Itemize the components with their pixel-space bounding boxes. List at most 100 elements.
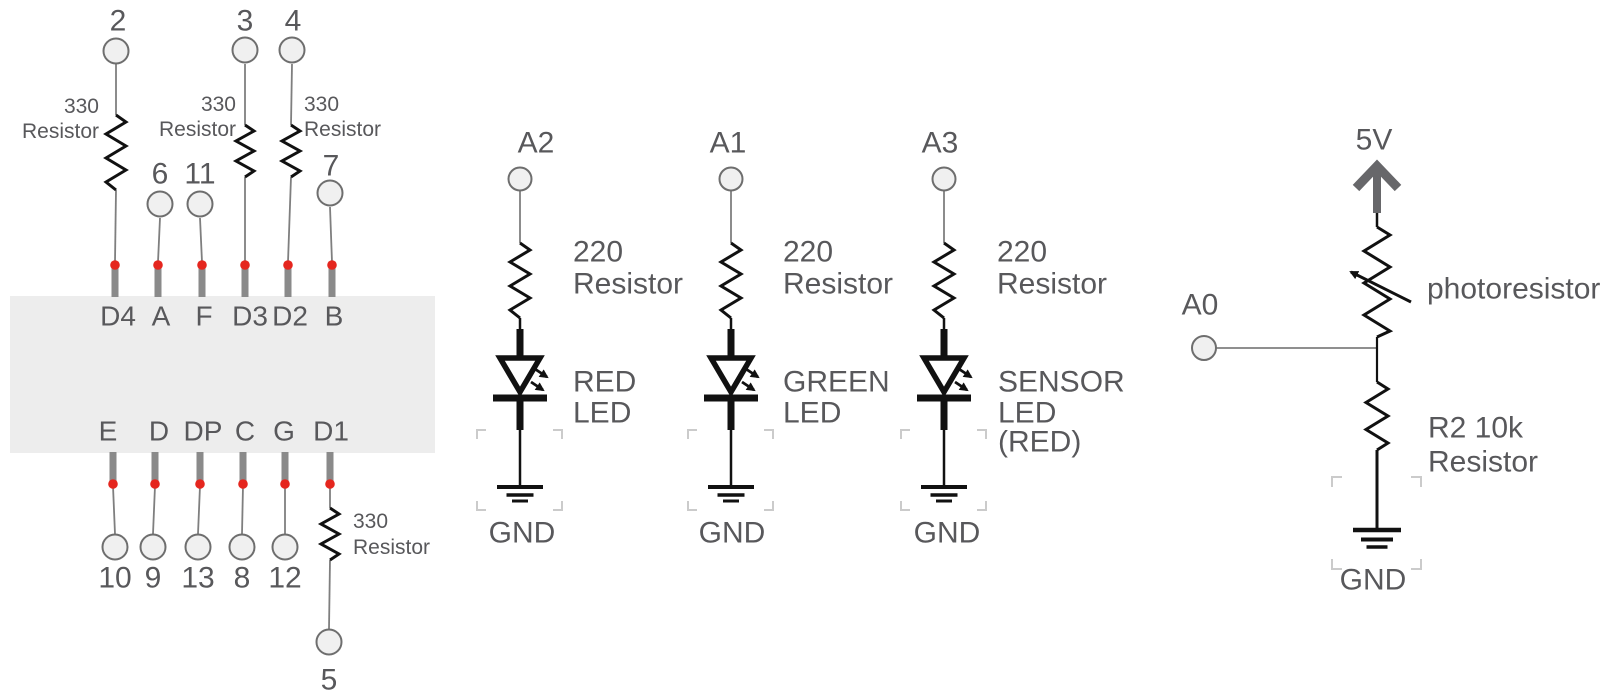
resistor-330-symbol[interactable] xyxy=(278,123,304,179)
resistor-220-symbol[interactable] xyxy=(718,241,744,320)
led-circuit-a1 xyxy=(687,241,774,511)
pin-13-label: 13 xyxy=(181,561,215,595)
ground-symbol[interactable] xyxy=(708,485,754,503)
pin-connector-a1[interactable] xyxy=(718,166,744,192)
led-name-line2: LED xyxy=(998,396,1057,430)
segment-dp-label: DP xyxy=(183,415,223,447)
led-emission-arrows xyxy=(741,367,760,392)
display-pin-stub xyxy=(284,262,292,297)
wire xyxy=(328,559,331,630)
led-name-line1: GREEN xyxy=(783,365,890,399)
pin-dot xyxy=(195,479,205,489)
led-symbol[interactable] xyxy=(493,329,549,430)
ground-symbol[interactable] xyxy=(497,485,543,503)
display-pin-stub xyxy=(198,262,206,297)
pin-connector-a2[interactable] xyxy=(507,166,533,192)
display-pin-stubs-top xyxy=(111,262,336,297)
pin-connector-11[interactable] xyxy=(186,190,214,218)
resistor-220-symbol[interactable] xyxy=(507,241,533,320)
supply-5v-label: 5V xyxy=(1355,123,1393,157)
gnd-label: GND xyxy=(488,516,556,550)
resistor-r2-label1: R2 10k xyxy=(1428,411,1524,445)
pin-5-label: 5 xyxy=(320,663,338,696)
pin-a2-label: A2 xyxy=(517,126,555,160)
segment-d4-label: D4 xyxy=(100,300,136,332)
resistor-r2-label2: Resistor xyxy=(1428,445,1539,479)
wire xyxy=(197,485,201,535)
resistor-220-symbol[interactable] xyxy=(931,241,957,320)
ground-symbol[interactable] xyxy=(921,485,967,503)
pin-dot xyxy=(110,260,120,270)
led-name-line2: LED xyxy=(573,396,632,430)
pin-connector-3[interactable] xyxy=(231,36,259,64)
pin-connector-9[interactable] xyxy=(139,533,167,561)
resistor-220-name: Resistor xyxy=(997,267,1108,301)
wire xyxy=(199,217,203,263)
resistor-330-value-4: 330 xyxy=(353,509,389,533)
resistor-330-name-1: Resistor xyxy=(21,119,99,143)
wire xyxy=(157,217,161,263)
pin-connector-7[interactable] xyxy=(316,179,344,207)
segment-d1-label: D1 xyxy=(313,415,349,447)
display-pin-stub xyxy=(281,452,289,481)
pin-a1-label: A1 xyxy=(709,126,747,160)
pin-10-label: 10 xyxy=(98,561,132,595)
pin-a0-label: A0 xyxy=(1181,288,1219,322)
resistor-330-name-2: Resistor xyxy=(158,117,236,141)
pin-connector-2[interactable] xyxy=(102,37,130,65)
pin-dot xyxy=(240,260,250,270)
resistor-330-name-4: Resistor xyxy=(353,535,431,559)
resistor-330-symbol[interactable] xyxy=(232,123,258,179)
display-pin-stub xyxy=(241,262,249,297)
photoresistor-circuit xyxy=(1331,159,1422,570)
display-pin-stub xyxy=(111,262,119,297)
segment-e-label: E xyxy=(98,415,118,447)
pin-connector-a3[interactable] xyxy=(931,166,957,192)
display-pin-stub xyxy=(196,452,204,481)
display-pin-stub xyxy=(154,262,162,297)
selection-corner-brackets xyxy=(1331,476,1422,570)
pin-4-label: 4 xyxy=(284,4,302,38)
pin-9-label: 9 xyxy=(144,561,162,595)
gnd-label: GND xyxy=(913,516,981,550)
resistor-r2-10k-symbol[interactable] xyxy=(1363,380,1391,452)
led-name-line1: RED xyxy=(573,365,637,399)
segment-c-label: C xyxy=(234,415,256,447)
resistor-330-symbol[interactable] xyxy=(317,506,343,562)
photoresistor-symbol[interactable] xyxy=(1349,225,1412,339)
pin-dot xyxy=(283,260,293,270)
pin-dot xyxy=(327,260,337,270)
wire xyxy=(152,485,156,535)
selection-corner-brackets xyxy=(900,429,987,511)
pin-12-label: 12 xyxy=(268,561,302,595)
wire xyxy=(287,176,292,263)
led-name-line2: LED xyxy=(783,396,842,430)
pin-connector-a0[interactable] xyxy=(1191,335,1217,361)
seven-segment-display-body[interactable] xyxy=(10,296,435,453)
pin-dot xyxy=(108,479,118,489)
resistor-220-name: Resistor xyxy=(783,267,894,301)
pin-a3-label: A3 xyxy=(921,126,959,160)
ground-symbol[interactable] xyxy=(1353,527,1401,549)
led-emission-arrows xyxy=(954,367,973,392)
pin-11-label: 11 xyxy=(184,157,216,191)
pin-connector-10[interactable] xyxy=(101,533,129,561)
led-circuit-a3 xyxy=(900,241,987,511)
led-symbol[interactable] xyxy=(917,329,973,430)
photoresistor-label: photoresistor xyxy=(1427,272,1601,306)
pin-connector-5[interactable] xyxy=(315,628,343,656)
pin-connector-4[interactable] xyxy=(278,36,306,64)
resistor-330-symbol[interactable] xyxy=(103,113,129,192)
pin-connector-13[interactable] xyxy=(184,533,212,561)
pin-connector-8[interactable] xyxy=(228,533,256,561)
wire xyxy=(241,485,244,535)
pin-connection-dots xyxy=(108,260,337,489)
power-5v-arrow[interactable] xyxy=(1352,159,1402,213)
display-pin-stub xyxy=(151,452,159,481)
pin-connector-6[interactable] xyxy=(146,190,174,218)
seven-segment-display[interactable] xyxy=(10,296,435,453)
pin-connector-12[interactable] xyxy=(271,533,299,561)
led-symbol[interactable] xyxy=(704,329,760,430)
led-name-line1: SENSOR xyxy=(998,365,1125,399)
